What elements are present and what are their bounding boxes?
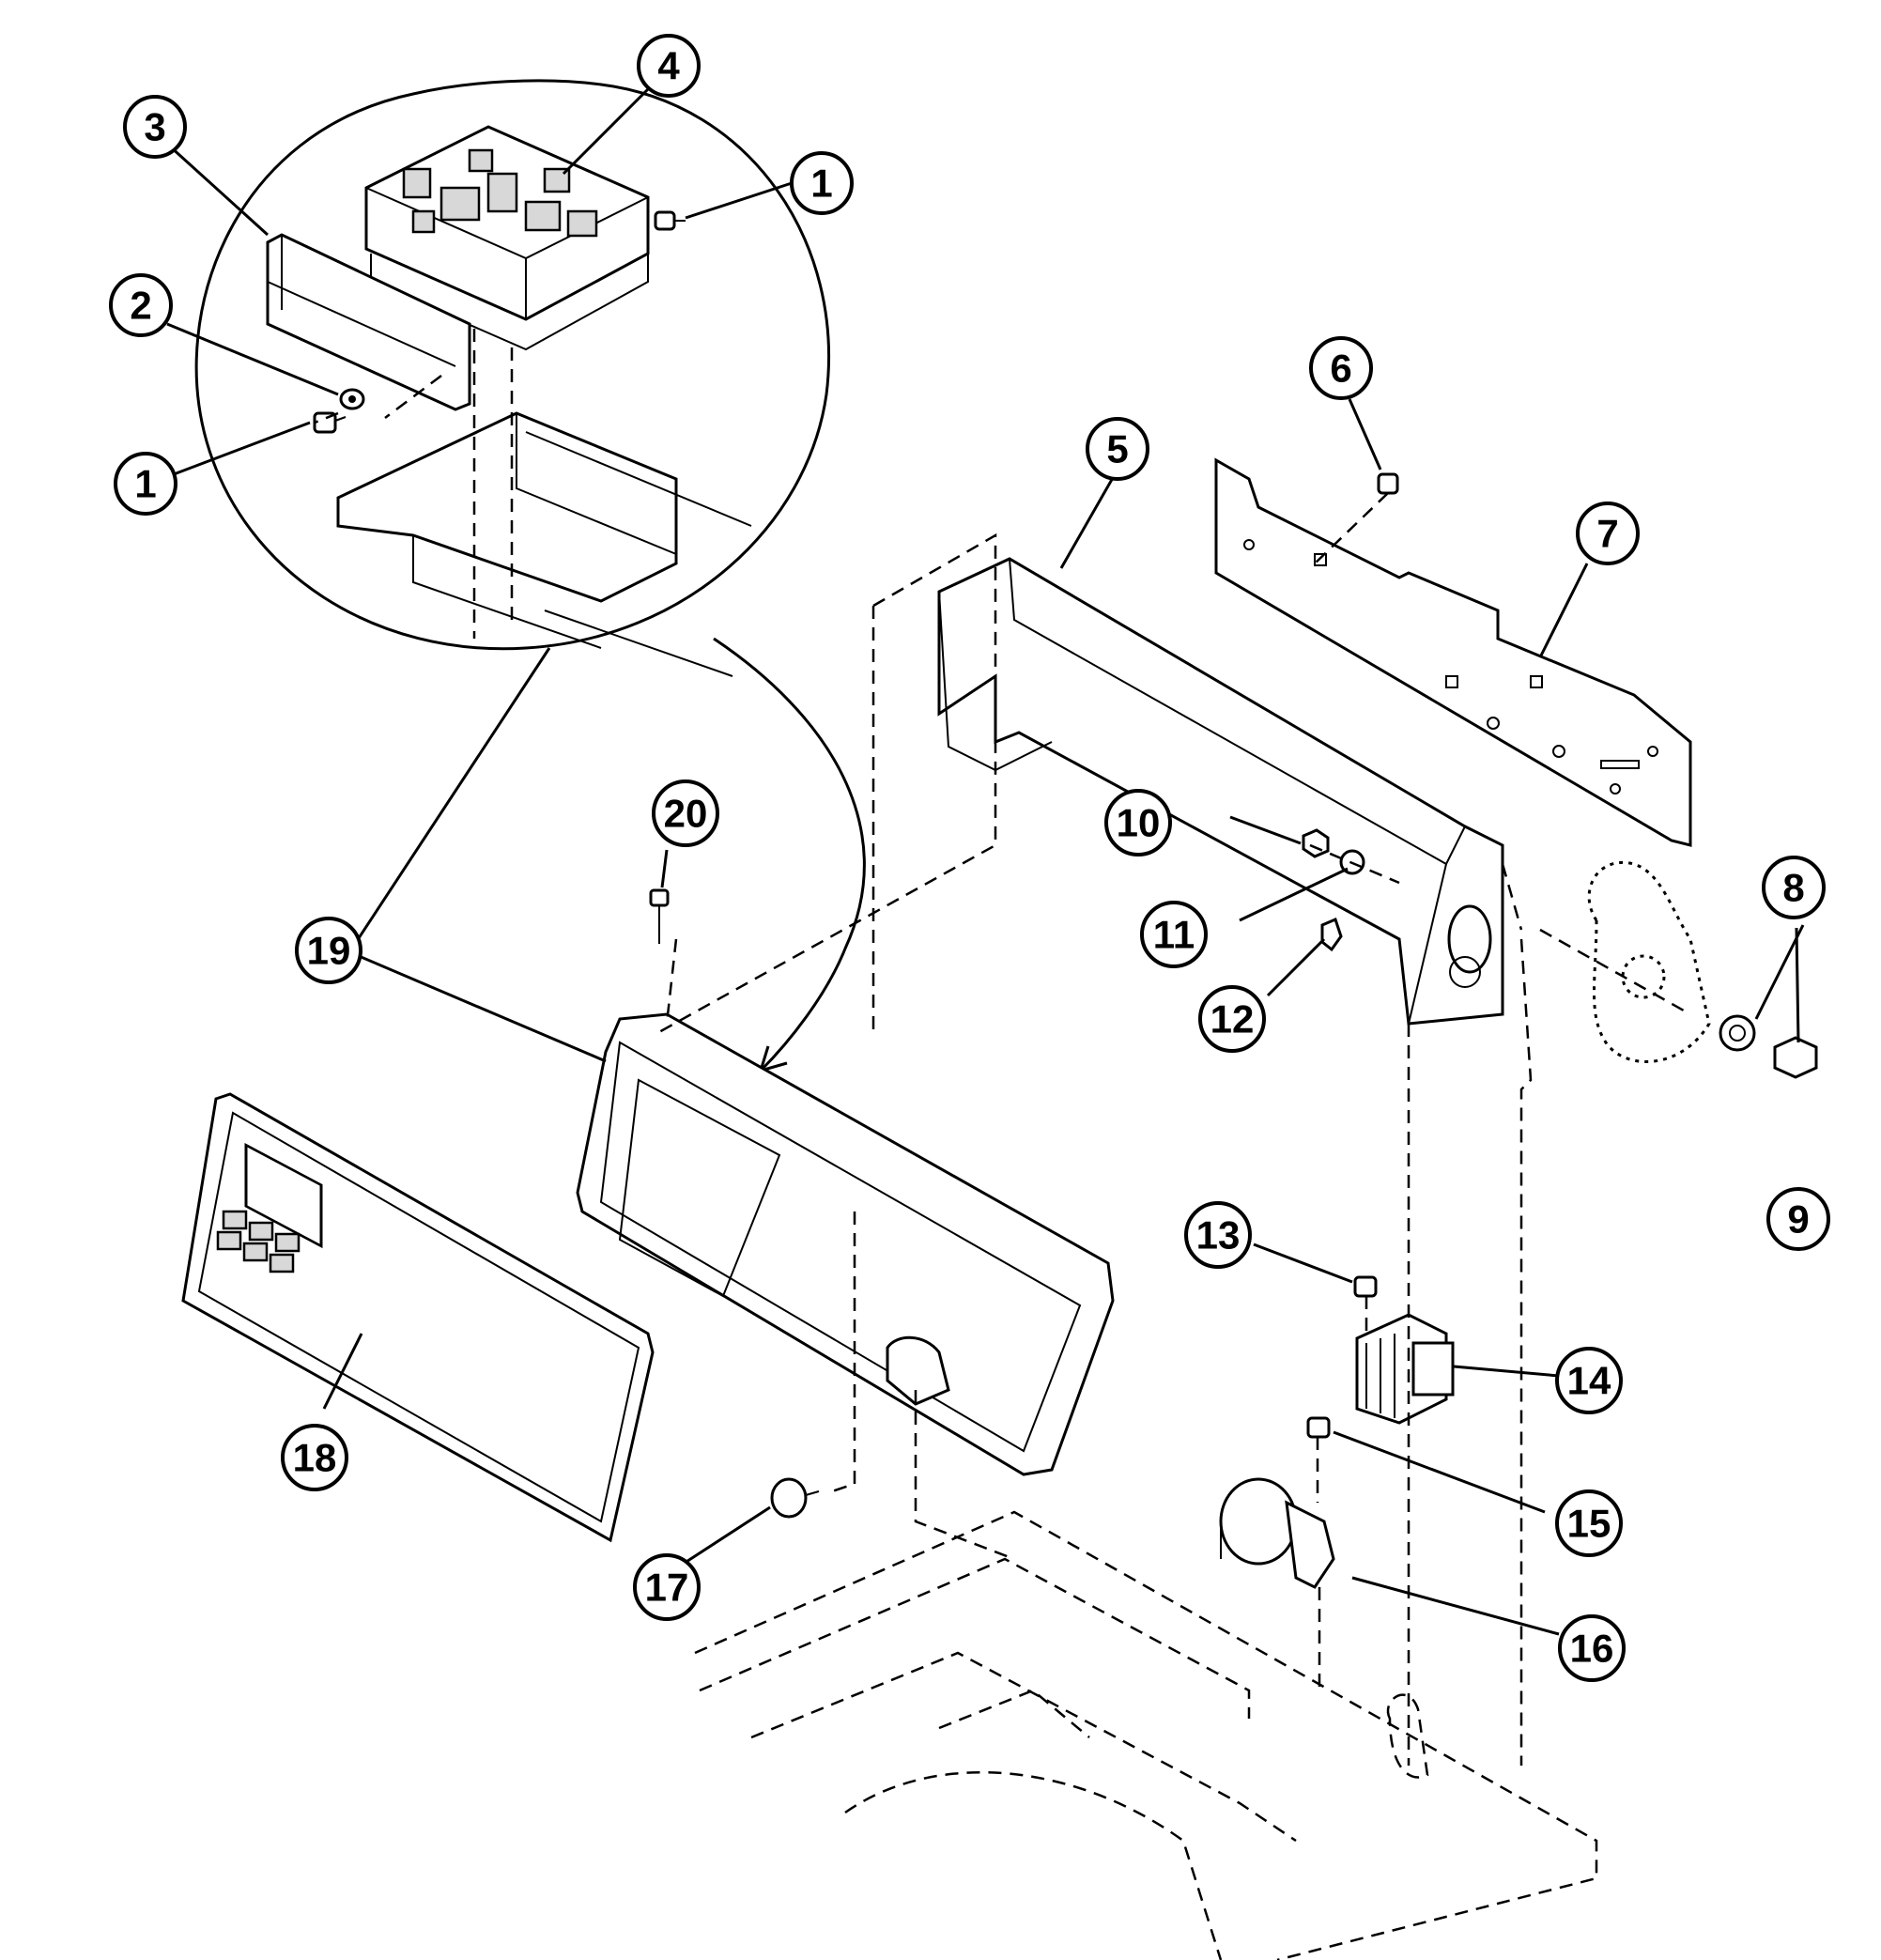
svg-text:20: 20: [664, 792, 708, 836]
callout-13: 13: [1184, 1201, 1252, 1269]
callout-18: 18: [281, 1424, 348, 1491]
svg-text:10: 10: [1117, 801, 1161, 845]
screw-part-13: [1353, 1275, 1378, 1298]
svg-text:7: 7: [1596, 512, 1618, 556]
alignment-lines: [656, 532, 1533, 1766]
cabinet-top-outline: [694, 1510, 1598, 1960]
callout-5: 5: [1086, 417, 1149, 481]
callout-16: 16: [1558, 1614, 1626, 1682]
callout-14: 14: [1555, 1347, 1623, 1414]
svg-text:5: 5: [1106, 427, 1128, 471]
screw-part-6: [1314, 472, 1399, 564]
callout-3: 3: [123, 95, 187, 159]
callout-15: 15: [1555, 1489, 1623, 1557]
callout-12: 12: [1198, 985, 1266, 1053]
callout-1-top: 1: [790, 151, 854, 215]
console-frame-part: [937, 557, 1504, 1026]
svg-text:2: 2: [130, 284, 151, 328]
svg-text:3: 3: [144, 105, 165, 149]
lock-washer-part-8: [1719, 1014, 1756, 1052]
svg-text:4: 4: [657, 44, 680, 88]
callout-4: 4: [637, 34, 701, 98]
callout-19: 19: [295, 917, 362, 984]
svg-text:19: 19: [307, 929, 351, 973]
callout-1-left: 1: [114, 452, 177, 516]
svg-text:13: 13: [1196, 1213, 1241, 1258]
nut-part-10: [1302, 828, 1330, 858]
screw-part-20: [649, 888, 670, 944]
svg-text:17: 17: [645, 1566, 689, 1610]
svg-text:14: 14: [1567, 1359, 1611, 1403]
overlay-panel-part: [181, 1092, 655, 1543]
detail-alignment-lines: [314, 329, 514, 639]
relay-block-part-14: [1355, 1313, 1455, 1425]
callout-7: 7: [1576, 502, 1640, 565]
board-tray-part: [336, 411, 752, 677]
callout-20: 20: [652, 779, 719, 847]
screw-part-top: [654, 210, 686, 231]
plug-part-12: [1320, 917, 1343, 952]
callout-11: 11: [1140, 901, 1208, 968]
svg-text:1: 1: [810, 162, 832, 206]
washer-part: [339, 388, 365, 410]
svg-text:18: 18: [293, 1436, 337, 1480]
rear-panel-part: [1214, 457, 1692, 847]
callout-2: 2: [109, 273, 173, 337]
svg-text:1: 1: [134, 462, 156, 506]
svg-text:15: 15: [1567, 1502, 1611, 1546]
dotted-gasket: [1539, 861, 1711, 1063]
mounting-bracket-part: [266, 233, 471, 411]
leader-lines: [166, 73, 1805, 1636]
pressure-switch-part-16: [1219, 1477, 1335, 1589]
bolt-part-9: [1773, 1036, 1818, 1079]
svg-text:16: 16: [1570, 1627, 1614, 1671]
screw-part-15: [1306, 1416, 1331, 1439]
callout-17: 17: [633, 1553, 701, 1621]
svg-text:6: 6: [1330, 347, 1351, 391]
svg-text:11: 11: [1153, 913, 1195, 957]
callout-8: 8: [1762, 856, 1826, 919]
callout-10: 10: [1104, 789, 1172, 857]
svg-text:8: 8: [1782, 866, 1804, 910]
svg-text:9: 9: [1787, 1197, 1809, 1242]
callout-6: 6: [1309, 336, 1373, 400]
knob-part-17: [770, 1477, 820, 1519]
callout-9: 9: [1766, 1187, 1830, 1251]
svg-text:12: 12: [1210, 997, 1255, 1042]
control-board-part: [364, 125, 650, 351]
console-panel-part: [576, 1012, 1115, 1476]
